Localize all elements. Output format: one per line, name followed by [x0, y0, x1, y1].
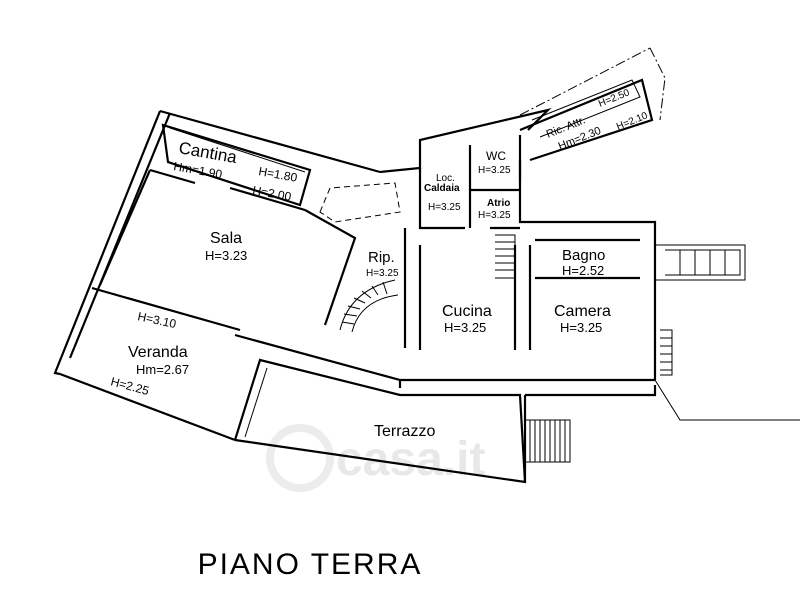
- rip-h: H=3.25: [366, 268, 399, 279]
- watermark-text: casa.it: [336, 433, 485, 486]
- bagno-name: Bagno: [562, 247, 605, 264]
- plan-title: PIANO TERRA: [197, 548, 423, 581]
- ric-attr-h2: H=2.10: [615, 110, 650, 133]
- atrio-name: Atrio: [487, 198, 510, 209]
- bagno-h: H=2.52: [562, 263, 604, 278]
- cucina-name: Cucina: [442, 303, 492, 320]
- veranda-name: Veranda: [128, 344, 188, 361]
- watermark: casa.it: [266, 424, 485, 492]
- terrazzo-name: Terrazzo: [374, 423, 435, 440]
- rip-name: Rip.: [368, 249, 395, 266]
- veranda-hm: Hm=2.67: [136, 362, 189, 377]
- camera-h: H=3.25: [560, 320, 602, 335]
- veranda-h1: H=3.10: [136, 309, 177, 331]
- wc-h: H=3.25: [478, 165, 511, 176]
- camera-name: Camera: [554, 303, 611, 320]
- sala-h: H=3.23: [205, 248, 247, 263]
- loc-name-2: Caldaia: [424, 183, 460, 194]
- loc-h: H=3.25: [428, 202, 461, 213]
- cucina-h: H=3.25: [444, 320, 486, 335]
- wc-name: WC: [486, 149, 506, 163]
- outer-walls: [53, 47, 666, 442]
- sala-name: Sala: [210, 230, 242, 247]
- loc-name-1: Loc.: [436, 173, 455, 184]
- cantina-h1: H=1.80: [257, 164, 298, 185]
- terrace: [233, 234, 800, 484]
- cantina-h2: H=2.00: [251, 183, 292, 204]
- interior-walls: [98, 123, 640, 482]
- atrio-h: H=3.25: [478, 210, 511, 221]
- room-labels: Cantina Hm=1.90 H=1.80 H=2.00 Sala H=3.2…: [109, 87, 649, 440]
